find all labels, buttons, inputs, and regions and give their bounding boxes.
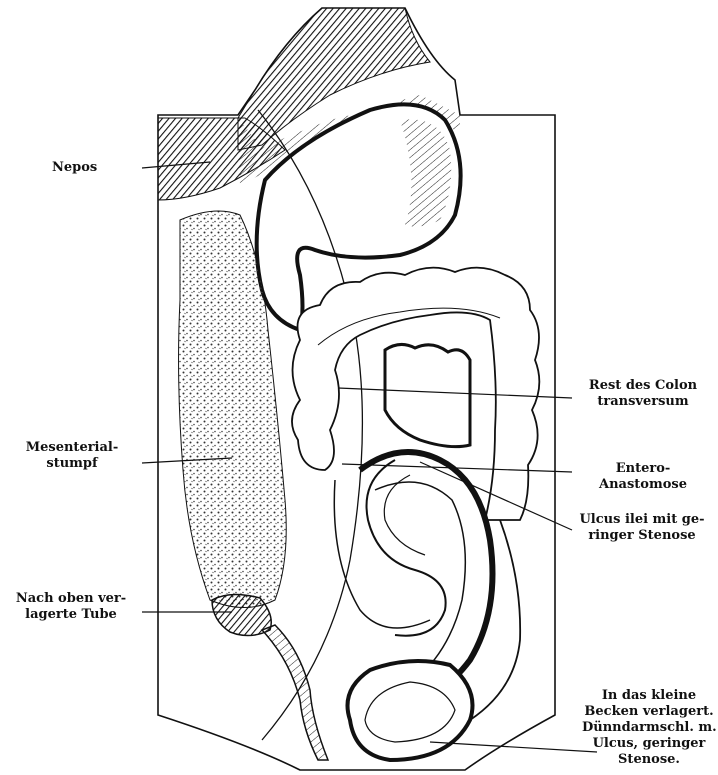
label-colon-line1: Rest des Colon (578, 378, 708, 394)
label-becken-line2: Becken verlagert. (582, 704, 716, 720)
label-mesenterial-stumpf: Mesenterial- stumpf (22, 440, 122, 472)
label-tube-line2: lagerte Tube (0, 607, 142, 623)
small-bowel-right (470, 520, 520, 720)
label-becken-line5: Stenose. (582, 752, 716, 768)
small-bowel-outer (334, 480, 430, 628)
tube-stalk (262, 625, 328, 760)
label-tube: Nach oben ver- lagerte Tube (0, 591, 142, 623)
label-entero-line2: Anastomose (588, 477, 698, 493)
small-bowel-loop-inner (375, 482, 465, 687)
small-bowel-upper (385, 344, 470, 446)
label-becken-line4: Ulcus, geringer (582, 736, 716, 752)
label-becken: In das kleine Becken verlagert. Dünndarm… (582, 688, 716, 768)
label-tube-line1: Nach oben ver- (0, 591, 142, 607)
small-bowel-s-inner (384, 475, 425, 555)
small-bowel-s (367, 460, 446, 636)
label-mesenterial-line1: Mesenterial- (22, 440, 122, 456)
label-entero: Entero- Anastomose (588, 461, 698, 493)
label-colon-line2: transversum (578, 394, 708, 410)
label-entero-line1: Entero- (588, 461, 698, 477)
label-ulcus-ilei: Ulcus ilei mit ge- ringer Stenose (568, 512, 716, 544)
label-ulcus-line2: ringer Stenose (568, 528, 716, 544)
label-mesenterial-line2: stumpf (22, 456, 122, 472)
label-colon: Rest des Colon transversum (578, 378, 708, 410)
label-becken-line1: In das kleine (582, 688, 716, 704)
label-becken-line3: Dünndarmschl. m. (582, 720, 716, 736)
label-ulcus-line1: Ulcus ilei mit ge- (568, 512, 716, 528)
leader-becken (430, 742, 597, 752)
label-nepos-text: Nepos (52, 160, 97, 175)
pelvic-loop (348, 661, 473, 760)
label-nepos: Nepos (52, 160, 97, 176)
